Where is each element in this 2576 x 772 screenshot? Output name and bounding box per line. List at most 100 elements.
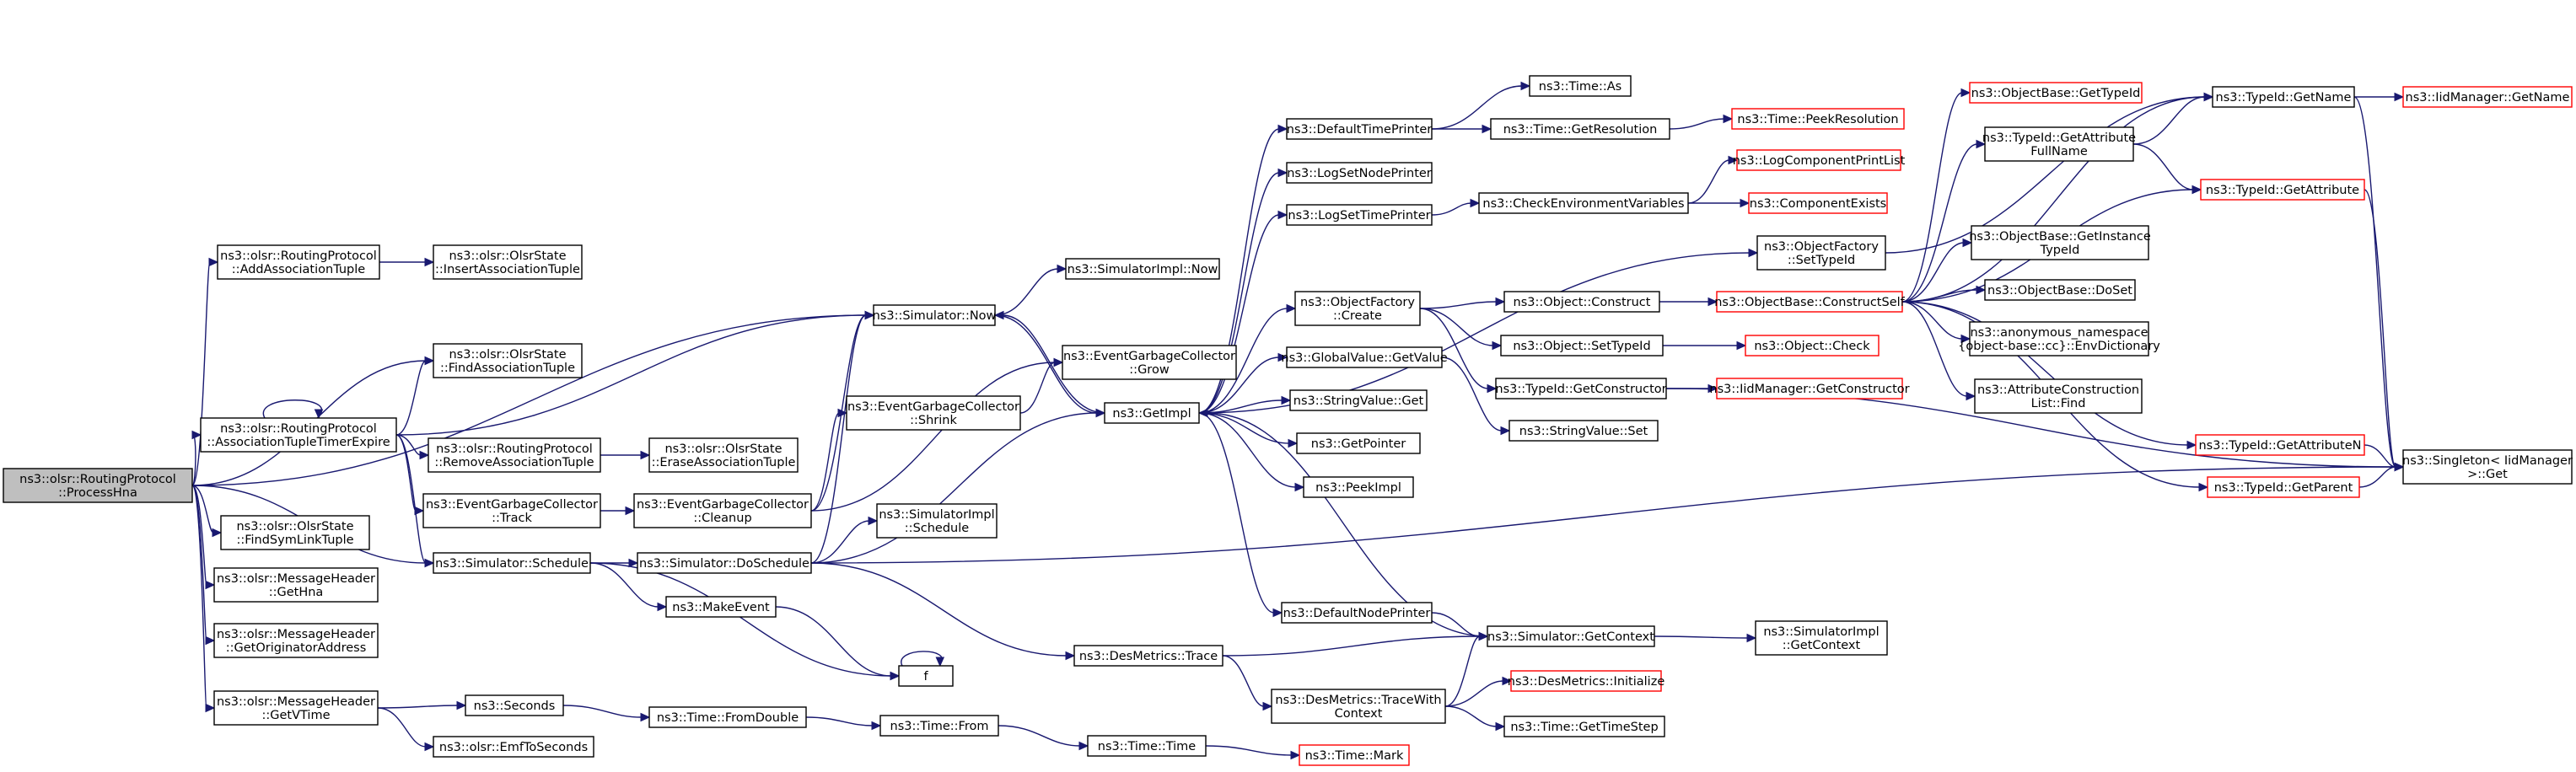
node-f[interactable]: f bbox=[898, 665, 954, 687]
edge-of-create-to-tid-get-ctor bbox=[1419, 308, 1498, 394]
node-egc-shrink[interactable]: ns3::EventGarbageCollector::Shrink bbox=[846, 395, 1021, 431]
edge-sim-now-to-sim-impl-now bbox=[994, 264, 1068, 316]
node-peek-res[interactable]: ns3::Time::PeekResolution bbox=[1731, 108, 1905, 130]
node-gv-get-value[interactable]: ns3::GlobalValue::GetValue bbox=[1281, 346, 1448, 368]
edge-arrowhead bbox=[1470, 198, 1481, 208]
node-of-set-type-id[interactable]: ns3::ObjectFactory::SetTypeId bbox=[1756, 235, 1886, 271]
node-add-assoc[interactable]: ns3::olsr::RoutingProtocol::AddAssociati… bbox=[217, 244, 380, 280]
node-box bbox=[2402, 86, 2573, 108]
node-sim-impl-now[interactable]: ns3::SimulatorImpl::Now bbox=[1065, 258, 1220, 280]
node-label: ns3::IidManager::GetConstructor bbox=[1709, 383, 1909, 396]
node-obj-set-type-id[interactable]: ns3::Object::SetTypeId bbox=[1500, 335, 1664, 357]
node-time-from[interactable]: ns3::Time::From bbox=[879, 715, 999, 737]
node-iid-get-ctor[interactable]: ns3::IidManager::GetConstructor bbox=[1709, 378, 1910, 399]
node-insert-assoc[interactable]: ns3::olsr::OlsrState::InsertAssociationT… bbox=[433, 244, 583, 280]
node-label: ns3::StringValue::Get bbox=[1293, 394, 1424, 408]
node-check-env[interactable]: ns3::CheckEnvironmentVariables bbox=[1478, 192, 1689, 214]
node-get-vtime[interactable]: ns3::olsr::MessageHeader::GetVTime bbox=[213, 690, 379, 726]
node-def-time-printer[interactable]: ns3::DefaultTimePrinter bbox=[1286, 118, 1433, 140]
node-ob-get-type-id[interactable]: ns3::ObjectBase::GetTypeId bbox=[1969, 82, 2143, 104]
edge-arrowhead bbox=[1728, 155, 1739, 165]
node-tid-get-name[interactable]: ns3::TypeId::GetName bbox=[2212, 86, 2355, 108]
node-ob-construct-self[interactable]: ns3::ObjectBase::ConstructSelf bbox=[1714, 291, 1906, 313]
node-label: ns3::EventGarbageCollector bbox=[1063, 350, 1235, 363]
edge-line bbox=[1198, 412, 1290, 444]
node-tid-get-ctor[interactable]: ns3::TypeId::GetConstructor bbox=[1495, 378, 1667, 399]
node-erase-assoc[interactable]: ns3::olsr::OlsrState::EraseAssociationTu… bbox=[648, 437, 799, 473]
edge-tid-get-attr-full-to-tid-get-name bbox=[2132, 92, 2214, 145]
node-log-set-time[interactable]: ns3::LogSetTimePrinter bbox=[1286, 204, 1433, 226]
node-time-as[interactable]: ns3::Time::As bbox=[1529, 75, 1632, 97]
node-from-double[interactable]: ns3::Time::FromDouble bbox=[648, 706, 807, 728]
node-box bbox=[220, 515, 370, 550]
node-peek-impl[interactable]: ns3::PeekImpl bbox=[1303, 476, 1414, 498]
node-log-comp-print[interactable]: ns3::LogComponentPrintList bbox=[1733, 149, 1906, 171]
edge-des-trace-with-to-sim-get-ctx bbox=[1444, 631, 1489, 707]
node-tid-get-attr-n[interactable]: ns3::TypeId::GetAttributeN bbox=[2195, 434, 2365, 456]
node-des-init[interactable]: ns3::DesMetrics::Initialize bbox=[1508, 670, 1665, 692]
node-get-orig[interactable]: ns3::olsr::MessageHeader::GetOriginatorA… bbox=[213, 623, 379, 658]
node-sim-schedule[interactable]: ns3::Simulator::Schedule bbox=[433, 552, 591, 574]
node-remove-assoc[interactable]: ns3::olsr::RoutingProtocol::RemoveAssoci… bbox=[428, 437, 601, 473]
node-log-set-node[interactable]: ns3::LogSetNodePrinter bbox=[1286, 162, 1433, 184]
node-label: FullName bbox=[2030, 145, 2088, 158]
node-find-sym-link[interactable]: ns3::olsr::OlsrState::FindSymLinkTuple bbox=[220, 515, 370, 550]
node-seconds[interactable]: ns3::Seconds bbox=[465, 694, 564, 716]
node-egc-track[interactable]: ns3::EventGarbageCollector::Track bbox=[422, 493, 601, 528]
node-find-assoc[interactable]: ns3::olsr::OlsrState::FindAssociationTup… bbox=[433, 343, 583, 378]
node-def-node-printer[interactable]: ns3::DefaultNodePrinter bbox=[1281, 602, 1433, 624]
node-des-trace[interactable]: ns3::DesMetrics::Trace bbox=[1073, 645, 1223, 667]
node-assoc-timer[interactable]: ns3::olsr::RoutingProtocol::AssociationT… bbox=[200, 417, 397, 453]
node-make-event[interactable]: ns3::MakeEvent bbox=[665, 596, 777, 618]
node-tid-get-attr[interactable]: ns3::TypeId::GetAttribute bbox=[2200, 179, 2365, 201]
node-get-hna[interactable]: ns3::olsr::MessageHeader::GetHna bbox=[213, 567, 379, 603]
node-of-create[interactable]: ns3::ObjectFactory::Create bbox=[1294, 291, 1421, 326]
edge-arrowhead bbox=[1277, 124, 1288, 134]
edge-arrowhead bbox=[657, 602, 668, 612]
node-emf[interactable]: ns3::olsr::EmfToSeconds bbox=[433, 736, 594, 758]
node-label: ::EraseAssociationTuple bbox=[652, 456, 796, 469]
node-comp-exists[interactable]: ns3::ComponentExists bbox=[1748, 192, 1888, 214]
node-sim-impl-get-ctx[interactable]: ns3::SimulatorImpl::GetContext bbox=[1755, 620, 1888, 656]
edge-arrowhead bbox=[1065, 651, 1076, 661]
node-get-impl[interactable]: ns3::GetImpl bbox=[1104, 402, 1200, 424]
node-iid-get-name[interactable]: ns3::IidManager::GetName bbox=[2402, 86, 2573, 108]
edge-of-create-to-obj-construct bbox=[1419, 297, 1506, 309]
node-process-hna[interactable]: ns3::olsr::RoutingProtocol::ProcessHna bbox=[3, 468, 193, 503]
node-sv-get[interactable]: ns3::StringValue::Get bbox=[1289, 389, 1428, 411]
node-obj-construct[interactable]: ns3::Object::Construct bbox=[1503, 291, 1660, 313]
node-egc-grow[interactable]: ns3::EventGarbageCollector::Grow bbox=[1062, 345, 1237, 380]
node-singleton-get[interactable]: ns3::Singleton< IidManager>::Get bbox=[2402, 449, 2573, 485]
edge-line bbox=[1901, 301, 1963, 340]
node-tid-get-parent[interactable]: ns3::TypeId::GetParent bbox=[2207, 476, 2360, 498]
node-ob-do-set[interactable]: ns3::ObjectBase::DoSet bbox=[1984, 279, 2136, 301]
node-env-dict[interactable]: ns3::anonymous_namespace{object-base::cc… bbox=[1958, 321, 2160, 357]
edge-line bbox=[191, 261, 211, 486]
node-time-mark[interactable]: ns3::Time::Mark bbox=[1299, 744, 1410, 766]
node-sim-impl-schedule[interactable]: ns3::SimulatorImpl::Schedule bbox=[876, 503, 998, 539]
node-get-time-step[interactable]: ns3::Time::GetTimeStep bbox=[1503, 716, 1665, 737]
node-sim-do-schedule[interactable]: ns3::Simulator::DoSchedule bbox=[637, 552, 812, 574]
node-label: {object-base::cc}::EnvDictionary bbox=[1958, 340, 2160, 353]
edge-ob-construct-self-to-ob-get-type-id bbox=[1901, 88, 1971, 303]
edge-arrowhead bbox=[1495, 721, 1506, 732]
edge-sim-get-ctx-to-sim-impl-get-ctx bbox=[1654, 633, 1757, 643]
edge-time-get-res-to-peek-res bbox=[1669, 114, 1734, 130]
node-obj-check[interactable]: ns3::Object::Check bbox=[1745, 335, 1880, 357]
node-sim-get-ctx[interactable]: ns3::Simulator::GetContext bbox=[1487, 625, 1655, 647]
node-sv-set[interactable]: ns3::StringValue::Set bbox=[1508, 420, 1659, 442]
node-time-time[interactable]: ns3::Time::Time bbox=[1087, 735, 1207, 757]
node-box bbox=[1303, 476, 1414, 498]
node-time-get-res[interactable]: ns3::Time::GetResolution bbox=[1490, 118, 1670, 140]
edge-f-to-f bbox=[901, 651, 945, 667]
node-sim-now[interactable]: ns3::Simulator::Now bbox=[873, 304, 997, 326]
edge-arrowhead bbox=[1502, 676, 1513, 686]
node-egc-cleanup[interactable]: ns3::EventGarbageCollector::Cleanup bbox=[633, 493, 812, 528]
node-get-pointer[interactable]: ns3::GetPointer bbox=[1296, 432, 1421, 454]
node-label: ns3::Object::Check bbox=[1754, 340, 1870, 353]
